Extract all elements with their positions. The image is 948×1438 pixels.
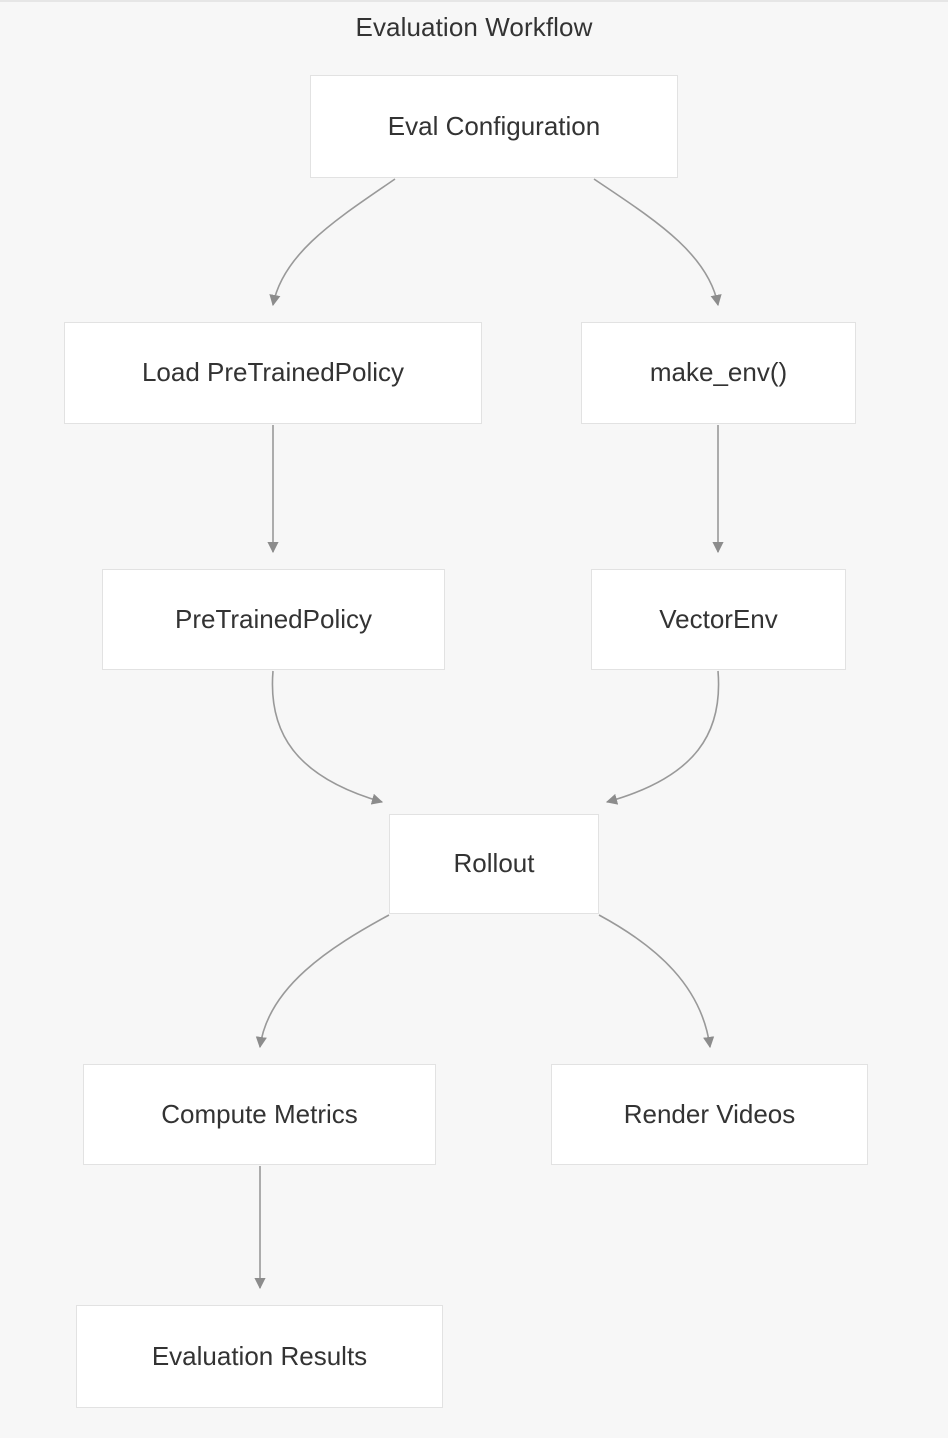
edge-rollout-to-render-videos: [598, 914, 715, 1049]
node-pretrainedpolicy[interactable]: PreTrainedPolicy: [102, 569, 445, 670]
node-label: PreTrainedPolicy: [174, 603, 372, 634]
node-eval-configuration[interactable]: Eval Configuration: [310, 75, 678, 178]
node-render-videos[interactable]: Render Videos: [551, 1064, 868, 1165]
edge-eval-configuration-to-load-pretrainedpolicy: [269, 178, 396, 307]
node-evaluation-results[interactable]: Evaluation Results: [76, 1305, 443, 1408]
node-label: Eval Configuration: [387, 110, 601, 141]
node-rollout[interactable]: Rollout: [389, 814, 599, 914]
node-label: Compute Metrics: [161, 1098, 358, 1129]
node-label: make_env(): [649, 357, 788, 388]
node-label: Evaluation Results: [151, 1340, 368, 1371]
node-compute-metrics[interactable]: Compute Metrics: [83, 1064, 436, 1165]
node-label: Rollout: [453, 848, 535, 879]
node-load-pretrainedpolicy[interactable]: Load PreTrainedPolicy: [64, 322, 482, 424]
edge-vectorenv-to-rollout: [605, 670, 720, 805]
node-make-env[interactable]: make_env(): [581, 322, 856, 424]
diagram-title: Evaluation Workflow: [355, 12, 593, 42]
edge-pretrainedpolicy-to-rollout: [271, 670, 384, 805]
node-label: VectorEnv: [659, 603, 778, 634]
edge-rollout-to-compute-metrics: [255, 914, 390, 1049]
node-label: Render Videos: [623, 1098, 796, 1129]
node-label: Load PreTrainedPolicy: [141, 357, 405, 388]
node-vectorenv[interactable]: VectorEnv: [591, 569, 846, 670]
edge-eval-configuration-to-make-env: [593, 178, 722, 307]
